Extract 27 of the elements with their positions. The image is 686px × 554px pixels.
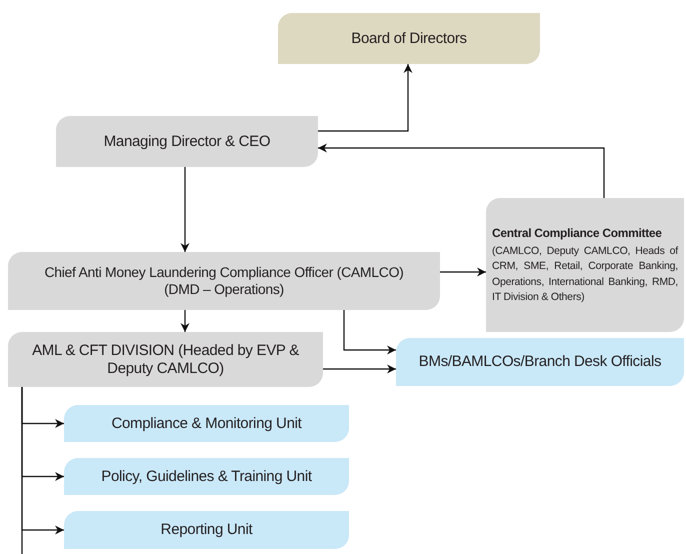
arrow	[323, 364, 396, 374]
node-label: Board of Directors	[351, 30, 467, 48]
executive-box	[56, 116, 318, 167]
arrow	[180, 167, 190, 252]
unit-box	[64, 511, 349, 549]
node-label: Policy, Guidelines & Training Unit	[101, 468, 312, 486]
branch-box	[396, 338, 684, 386]
node-label: BMs/BAMLCOs/Branch Desk Officials	[418, 353, 662, 371]
committee-heading: Central Compliance Committee	[492, 224, 663, 242]
officer-box	[8, 252, 440, 310]
node-label: Managing Director & CEO	[104, 132, 270, 150]
committee-box	[486, 198, 684, 332]
arrow	[318, 64, 412, 132]
node-label: Reporting Unit	[160, 521, 252, 539]
node-label: (CAMLCO, Deputy CAMLCO, Heads of CRM, SME, Retail, Corporate Banking, Operations, International Banking, RMD, IT Division & Others)	[492, 244, 678, 305]
board-box	[278, 13, 540, 64]
arrow	[180, 310, 190, 332]
arrow	[318, 144, 605, 198]
division-box	[8, 332, 323, 387]
node-label: AML & CFT DIVISION (Headed by EVP & Deputy CAMLCO)	[31, 342, 300, 378]
arrow	[440, 268, 486, 276]
unit-box	[64, 405, 349, 442]
arrow	[21, 387, 64, 534]
node-label: Compliance & Monitoring Unit	[111, 414, 302, 432]
unit-box	[64, 458, 349, 495]
arrow	[343, 310, 396, 354]
node-label: Chief Anti Money Laundering Compliance Officer (CAMLCO) (DMD – Operations)	[43, 264, 405, 298]
